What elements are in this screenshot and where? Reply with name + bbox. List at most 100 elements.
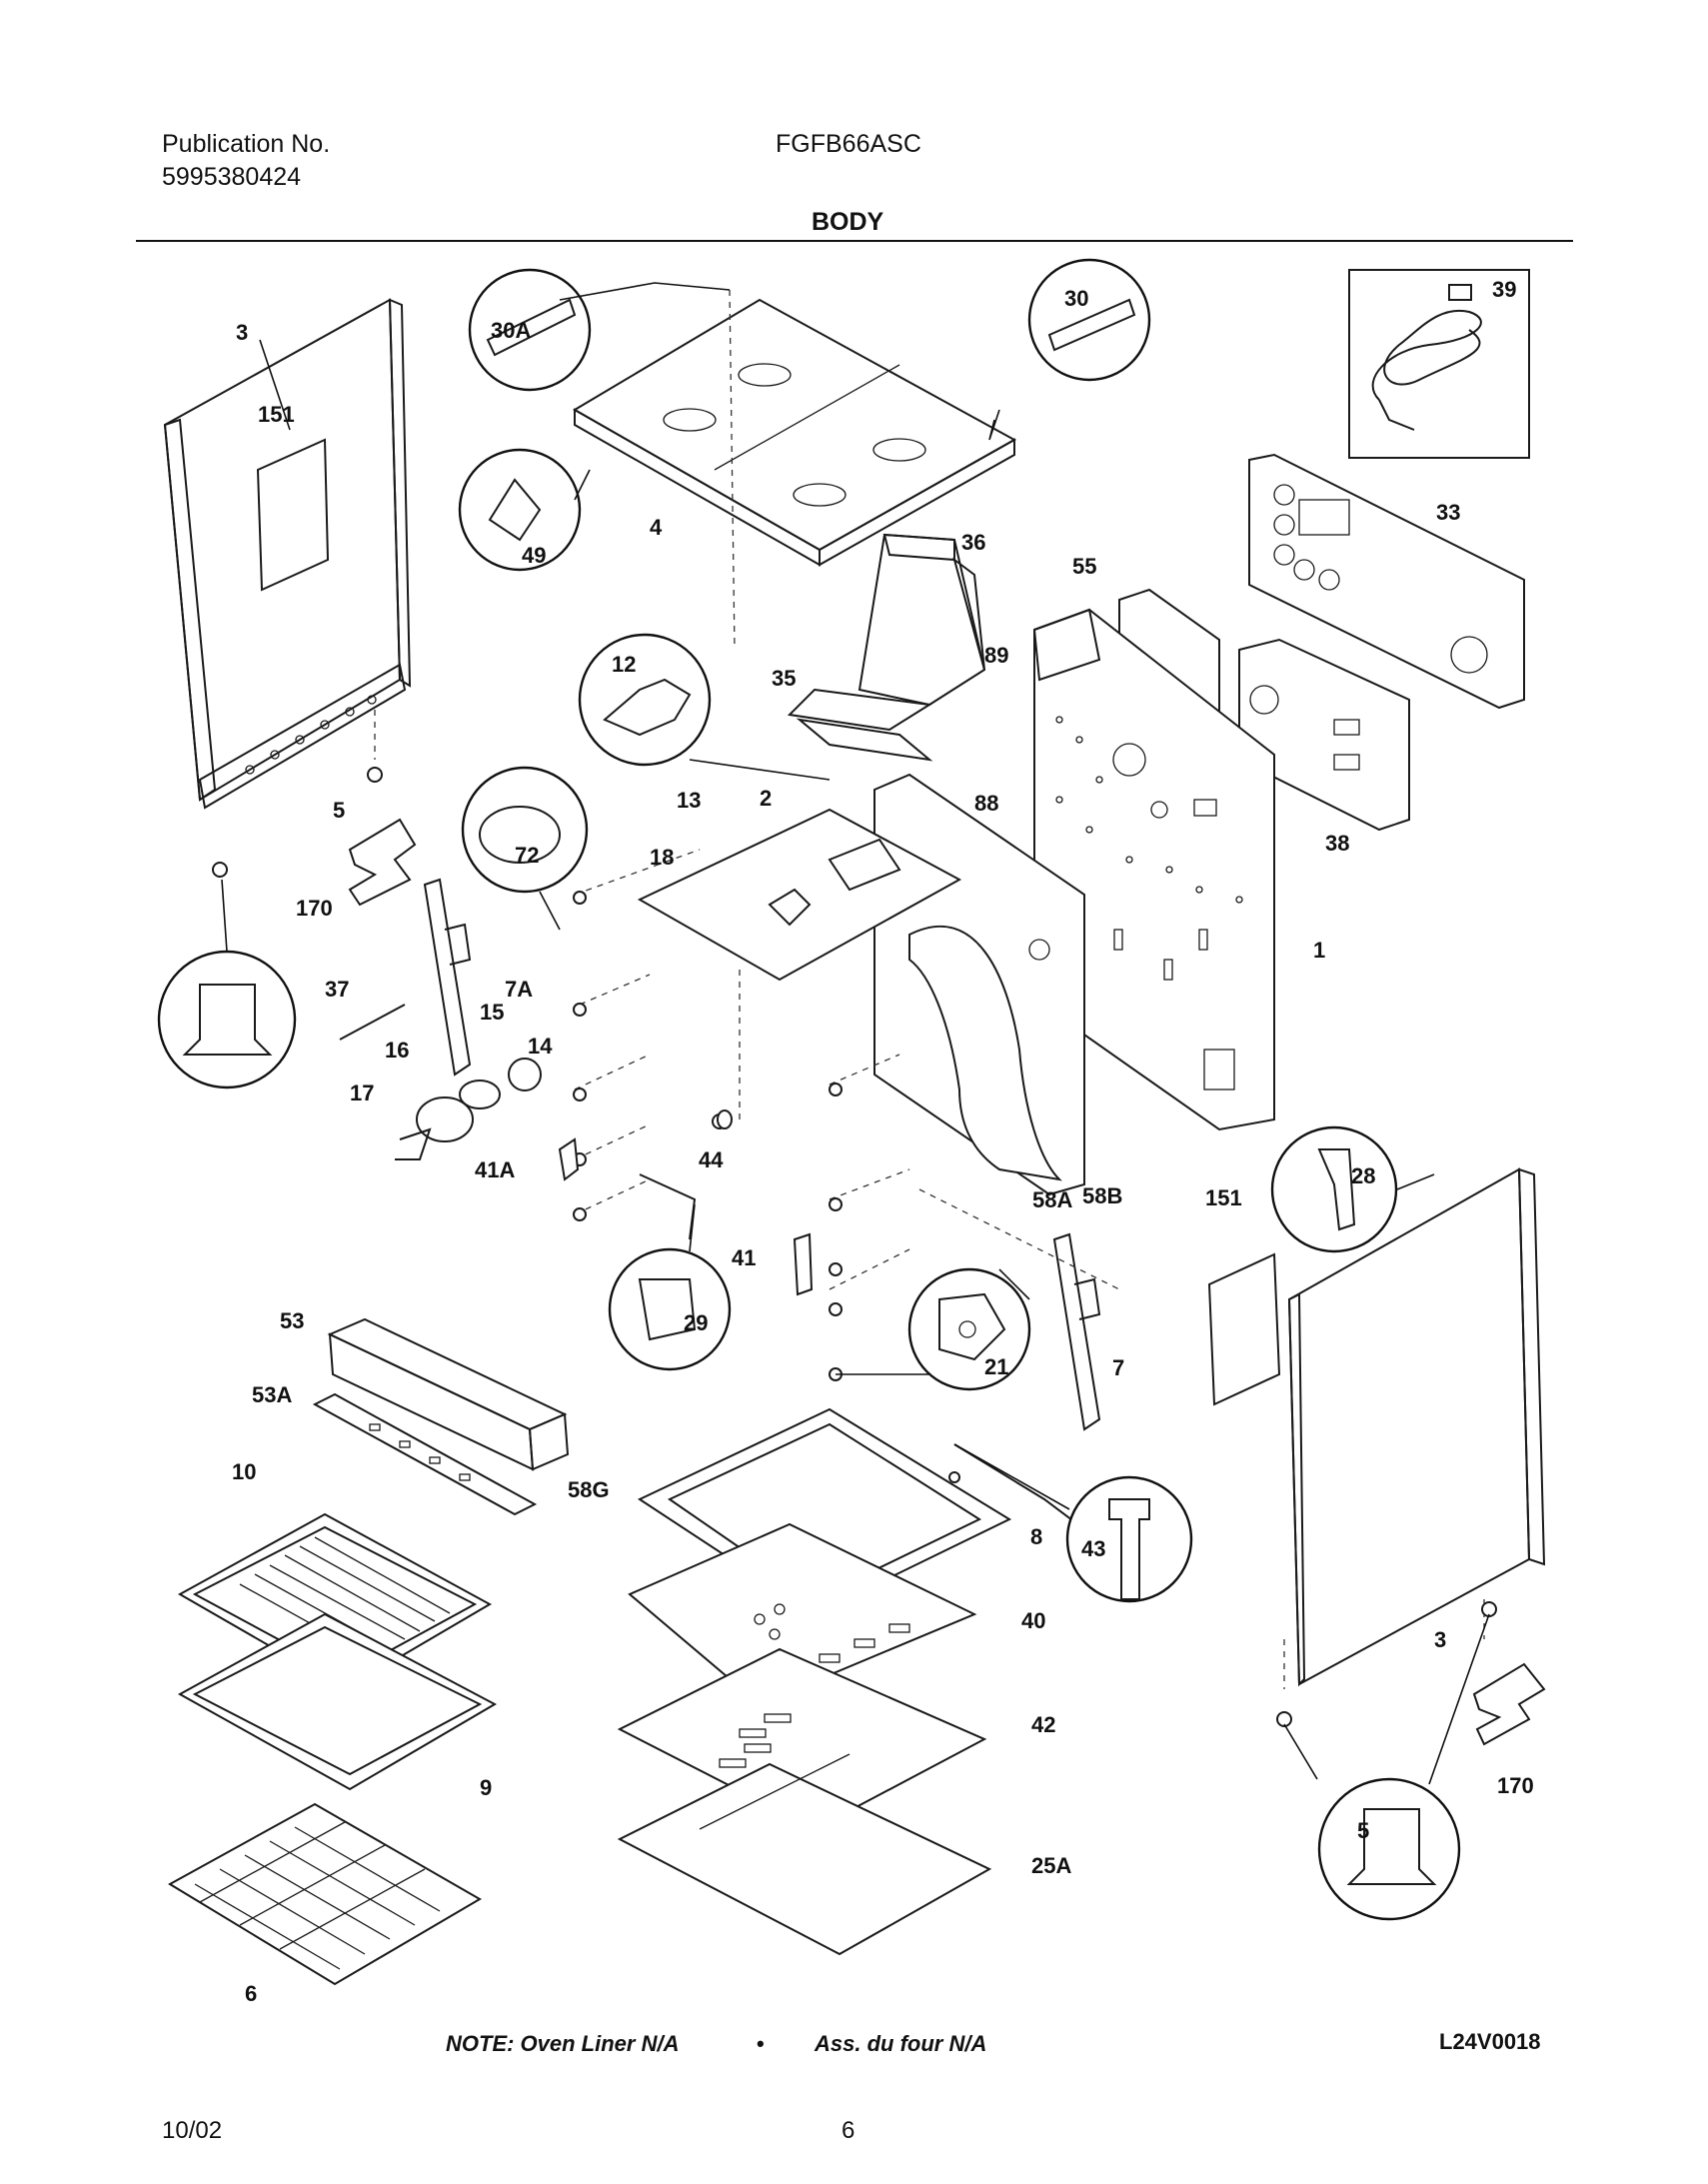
broiler-trim-53A — [312, 1392, 538, 1516]
bracket-41A — [558, 1137, 580, 1181]
label-30: 30 — [1064, 286, 1088, 311]
footer-date: 10/02 — [162, 2117, 223, 2144]
label-7A: 7A — [505, 977, 533, 1002]
label-10: 10 — [232, 1459, 256, 1484]
label-1: 1 — [1313, 938, 1325, 963]
label-88: 88 — [974, 791, 998, 816]
label-3-left: 3 — [236, 320, 248, 345]
wire-37 — [339, 1004, 406, 1041]
right-rail-7 — [1052, 1232, 1101, 1431]
callout-5-right-circle — [1317, 1777, 1461, 1921]
label-17: 17 — [350, 1081, 374, 1105]
label-4: 4 — [650, 515, 663, 540]
bracket-41 — [793, 1232, 814, 1296]
label-49: 49 — [522, 543, 546, 568]
label-6: 6 — [245, 1981, 257, 2006]
label-29: 29 — [684, 1310, 708, 1335]
label-14: 14 — [528, 1034, 553, 1059]
callout-43-circle — [1065, 1475, 1193, 1603]
right-insulation-151 — [1207, 1252, 1281, 1406]
label-42: 42 — [1031, 1712, 1055, 1737]
label-36: 36 — [961, 530, 985, 555]
label-8: 8 — [1030, 1524, 1042, 1549]
label-15: 15 — [480, 1000, 504, 1025]
right-side-panel — [1287, 1167, 1546, 1687]
label-72: 72 — [515, 843, 539, 868]
oven-rack-6 — [168, 1802, 482, 1986]
left-insulation-151 — [256, 438, 330, 592]
heat-shield-13 — [637, 808, 962, 982]
label-58A: 58A — [1032, 1187, 1072, 1212]
publication-number: 5995380424 — [162, 163, 302, 191]
label-170-left: 170 — [296, 896, 333, 921]
vent-plate-35 — [796, 718, 933, 762]
lamp-socket-15-14 — [459, 1058, 542, 1109]
callout-5-left-circle — [157, 950, 297, 1090]
callout-72-circle — [461, 766, 589, 894]
label-170-right: 170 — [1497, 1773, 1534, 1798]
label-30A: 30A — [491, 318, 531, 343]
lamp-cover-16-17 — [395, 1096, 474, 1160]
leveler-bracket-170-left — [348, 818, 417, 907]
assembly-dashed-lines — [374, 289, 1485, 1689]
label-89: 89 — [984, 643, 1008, 668]
label-33: 33 — [1436, 500, 1460, 525]
label-25A: 25A — [1031, 1853, 1071, 1878]
callout-29-circle — [608, 1247, 732, 1371]
label-41: 41 — [732, 1245, 756, 1270]
callout-21-circle — [907, 1267, 1031, 1391]
label-21: 21 — [984, 1354, 1008, 1379]
label-13: 13 — [677, 788, 701, 813]
section-title: BODY — [812, 208, 884, 236]
label-43: 43 — [1081, 1536, 1105, 1561]
back-panel-33 — [1248, 453, 1525, 710]
publication-label: Publication No. — [162, 130, 331, 158]
label-28: 28 — [1351, 1163, 1375, 1188]
baffle-40 — [628, 1522, 977, 1706]
drawing-code: L24V0018 — [1439, 2029, 1541, 2054]
note-french: Ass. du four N/A — [815, 2031, 987, 2056]
label-41A: 41A — [475, 1157, 515, 1182]
label-151-left: 151 — [258, 402, 295, 427]
callout-30-circle — [1027, 258, 1151, 382]
left-side-panel — [163, 298, 412, 810]
label-53: 53 — [280, 1308, 304, 1333]
label-5-b: 5 — [1357, 1818, 1369, 1843]
leader-lines — [221, 282, 1490, 1785]
label-38: 38 — [1325, 831, 1349, 856]
broiler-trim-53 — [327, 1317, 570, 1471]
note-bullet: • — [757, 2031, 765, 2056]
footer-page-number: 6 — [842, 2117, 855, 2144]
wire-29 — [639, 1173, 697, 1240]
power-cord-inset — [1348, 269, 1530, 459]
bottom-plate-25A — [617, 1753, 992, 1956]
left-rail-7A — [423, 878, 472, 1077]
note-oven-liner: NOTE: Oven Liner N/A — [446, 2031, 680, 2056]
label-5-a: 5 — [333, 798, 345, 823]
label-40: 40 — [1021, 1608, 1045, 1633]
header-rule — [136, 240, 1573, 242]
label-151-right: 151 — [1205, 1185, 1242, 1210]
leveler-bracket-170-right — [1472, 1662, 1546, 1746]
label-53A: 53A — [252, 1382, 292, 1407]
model-number: FGFB66ASC — [776, 130, 921, 158]
label-39: 39 — [1492, 277, 1516, 302]
label-55: 55 — [1072, 554, 1096, 579]
label-12: 12 — [612, 652, 636, 677]
cooktop-burner-box — [573, 298, 1017, 567]
label-7: 7 — [1112, 1355, 1124, 1380]
knob-44 — [717, 1109, 733, 1129]
label-16: 16 — [385, 1038, 409, 1063]
label-44: 44 — [699, 1147, 724, 1172]
callout-49-circle — [458, 448, 582, 572]
callout-28-circle — [1270, 1125, 1398, 1253]
label-9: 9 — [480, 1775, 492, 1800]
broiler-pan-9 — [177, 1612, 498, 1791]
callout-12-circle — [578, 633, 712, 767]
label-2: 2 — [760, 786, 772, 811]
label-18: 18 — [650, 845, 674, 870]
label-35: 35 — [772, 666, 796, 691]
label-58G: 58G — [568, 1477, 610, 1502]
label-37: 37 — [325, 977, 349, 1002]
